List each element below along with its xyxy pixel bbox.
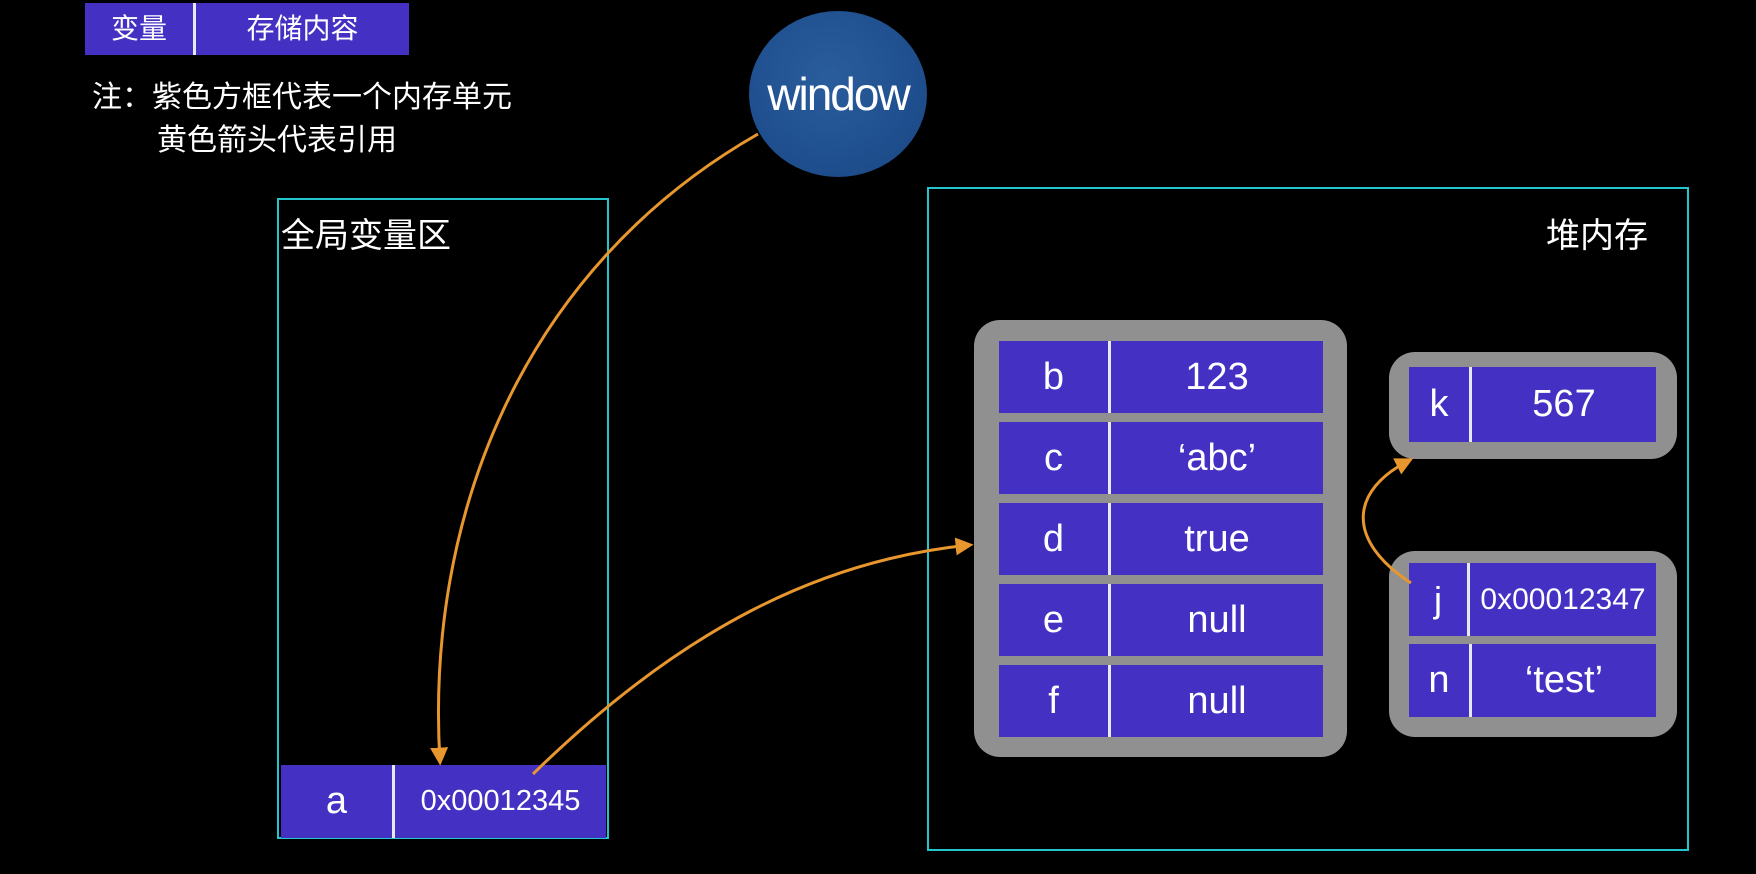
- legend-cell: 变量 存储内容: [85, 3, 409, 55]
- cell-divider: [1469, 367, 1472, 442]
- window-object: window: [749, 11, 927, 177]
- global-variable-area: [277, 198, 609, 839]
- cell-value: 123: [1185, 355, 1249, 398]
- cell-value: ‘test’: [1524, 659, 1604, 701]
- cell-value: null: [1187, 679, 1247, 722]
- heap-area-title: 堆内存: [1546, 216, 1648, 256]
- cell-name: k: [1429, 383, 1449, 425]
- heap-row-j: j 0x00012347: [1409, 563, 1656, 636]
- heap-row-e: e null: [999, 584, 1323, 656]
- cell-value: 567: [1532, 383, 1596, 425]
- cell-name: c: [1044, 436, 1063, 479]
- cell-divider: [1108, 341, 1111, 413]
- cell-value: true: [1184, 517, 1250, 560]
- cell-divider: [1467, 563, 1470, 636]
- legend-note-line1: 注：紫色方框代表一个内存单元: [92, 80, 512, 115]
- global-cell-a: a 0x00012345: [281, 765, 606, 838]
- cell-name: j: [1434, 578, 1442, 620]
- cell-divider: [1108, 584, 1111, 656]
- heap-row-n: n ‘test’: [1409, 644, 1656, 717]
- cell-name: f: [1048, 679, 1059, 722]
- cell-divider: [1469, 644, 1472, 717]
- cell-name: n: [1428, 659, 1450, 701]
- legend-divider: [193, 3, 196, 55]
- cell-value: ‘abc’: [1177, 436, 1257, 479]
- cell-value: null: [1187, 598, 1247, 641]
- legend-variable-label: 变量: [110, 12, 167, 45]
- heap-row-c: c ‘abc’: [999, 422, 1323, 494]
- window-label: window: [767, 68, 910, 120]
- cell-value: 0x00012345: [420, 785, 581, 817]
- heap-row-f: f null: [999, 665, 1323, 737]
- legend-content-label: 存储内容: [246, 12, 359, 45]
- heap-row-b: b 123: [999, 341, 1323, 413]
- cell-divider: [392, 765, 395, 838]
- arrow-j-to-object2: [1361, 458, 1414, 585]
- cell-value: 0x00012347: [1480, 582, 1646, 616]
- cell-divider: [1108, 422, 1111, 494]
- global-area-title: 全局变量区: [281, 216, 451, 256]
- cell-name: b: [1042, 355, 1065, 398]
- heap-row-d: d true: [999, 503, 1323, 575]
- heap-row-k: k 567: [1409, 367, 1656, 442]
- arrow-window-to-a: [430, 132, 759, 766]
- cell-divider: [1108, 503, 1111, 575]
- cell-name: a: [325, 780, 348, 822]
- heap-area: [927, 187, 1689, 851]
- cell-divider: [1108, 665, 1111, 737]
- arrow-a-to-object1: [531, 537, 974, 776]
- cell-name: d: [1042, 517, 1065, 560]
- cell-name: e: [1042, 598, 1065, 641]
- legend-note-line2: 黄色箭头代表引用: [157, 123, 397, 158]
